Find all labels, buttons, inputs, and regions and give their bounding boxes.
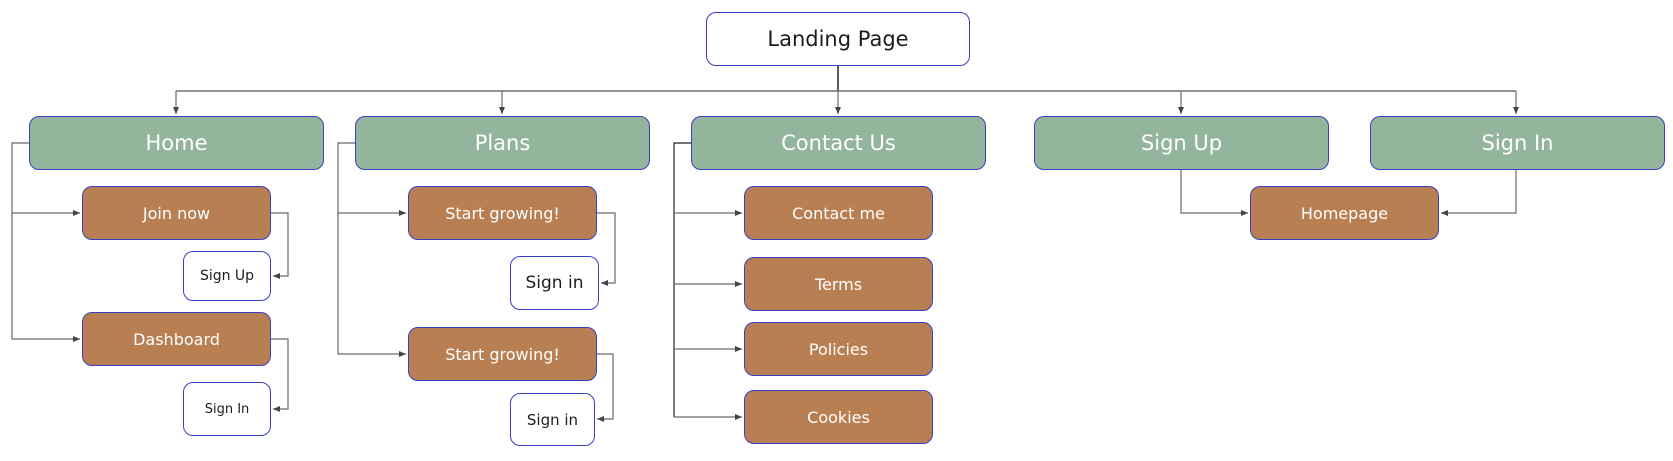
connector-signup-homepage	[1180, 170, 1248, 216]
node-plans-sign-in-1: Sign in	[510, 256, 599, 310]
connector-plans-grow1	[337, 142, 406, 216]
node-contact-us: Contact Us	[691, 116, 986, 170]
node-label: Dashboard	[133, 329, 220, 349]
node-label: Sign In	[204, 401, 250, 417]
node-label: Contact Us	[781, 131, 896, 155]
node-label: Cookies	[807, 407, 870, 427]
node-sign-in: Sign In	[1370, 116, 1665, 170]
node-label: Join now	[142, 203, 211, 223]
node-label: Policies	[808, 339, 869, 359]
node-label: Landing Page	[767, 27, 909, 51]
node-label: Terms	[814, 274, 863, 294]
node-label: Plans	[474, 131, 531, 155]
node-label: Sign Up	[199, 268, 255, 284]
node-label: Contact me	[792, 203, 885, 223]
node-label: Start growing!	[445, 203, 560, 223]
node-label: Homepage	[1300, 203, 1389, 223]
connector-grow1-signin	[597, 212, 616, 286]
node-dashboard: Dashboard	[82, 312, 271, 366]
node-label: Sign In	[1481, 131, 1554, 155]
node-plans: Plans	[355, 116, 650, 170]
connector-home-join	[11, 142, 80, 216]
connector-contact-trunk	[673, 142, 691, 417]
connector-join-signup	[271, 212, 289, 279]
node-label: Sign in	[526, 410, 579, 429]
connector-dashboard-signin	[271, 338, 289, 412]
node-terms: Terms	[744, 257, 933, 311]
node-home-sign-up: Sign Up	[183, 251, 271, 301]
node-start-growing-2: Start growing!	[408, 327, 597, 381]
node-policies: Policies	[744, 322, 933, 376]
node-label: Start growing!	[445, 344, 560, 364]
node-label: Sign in	[525, 273, 584, 293]
node-contact-me: Contact me	[744, 186, 933, 240]
node-homepage: Homepage	[1250, 186, 1439, 240]
node-home-sign-in: Sign In	[183, 382, 271, 436]
connector-plans-grow2	[337, 213, 406, 357]
node-plans-sign-in-2: Sign in	[510, 393, 595, 446]
node-label: Home	[145, 131, 208, 155]
node-label: Sign Up	[1140, 131, 1223, 155]
connector-signin-homepage	[1441, 170, 1517, 216]
node-join-now: Join now	[82, 186, 271, 240]
node-landing-page: Landing Page	[706, 12, 970, 66]
connector-grow2-signin	[597, 353, 614, 422]
node-start-growing-1: Start growing!	[408, 186, 597, 240]
node-home: Home	[29, 116, 324, 170]
connector-home-dashboard	[11, 213, 80, 342]
node-sign-up: Sign Up	[1034, 116, 1329, 170]
node-cookies: Cookies	[744, 390, 933, 444]
